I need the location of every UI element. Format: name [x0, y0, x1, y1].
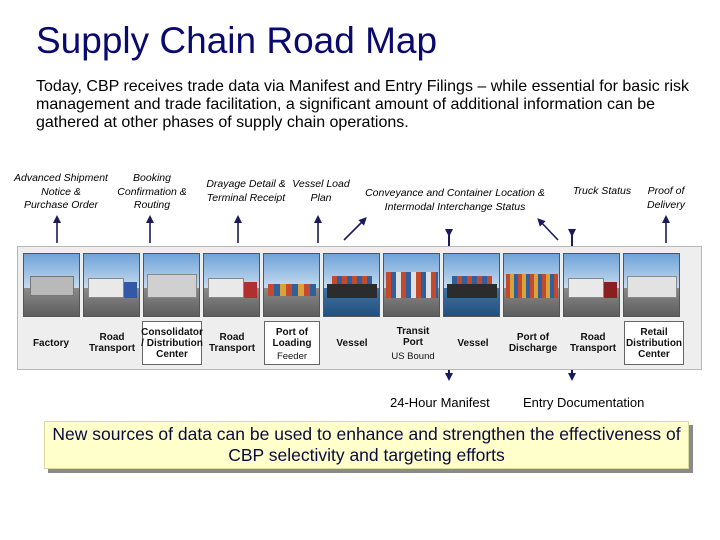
stage-road-transport: Road Transport	[208, 332, 256, 354]
label-booking-confirmation: Booking Confirmation & Routing	[117, 172, 187, 211]
arrow-conveyance-right	[537, 218, 559, 241]
port-discharge-photo	[503, 253, 560, 317]
label-drayage-detail: Drayage Detail & Terminal Receipt	[206, 178, 286, 204]
stage-road-transport: Road Transport	[88, 332, 136, 354]
arrow-conveyance-left	[343, 217, 367, 241]
truck-photo	[203, 253, 260, 317]
port-photo	[263, 253, 320, 317]
label-conveyance-location: Conveyance and Container Location & Inte…	[365, 187, 545, 213]
stage-port-of-discharge: Port of Discharge	[508, 332, 558, 354]
truck-photo	[83, 253, 140, 317]
stage-road-transport: Road Transport	[569, 332, 617, 354]
stage-retail-distribution: Retail Distribution Center	[624, 321, 684, 365]
vessel-photo	[443, 253, 500, 317]
stage-factory: Factory	[32, 337, 70, 349]
vessel-photo	[323, 253, 380, 317]
label-vessel-load-plan: Vessel Load Plan	[292, 178, 350, 204]
feeder-label: Feeder	[276, 351, 308, 362]
stage-vessel: Vessel	[457, 337, 489, 349]
us-bound-label: US Bound	[391, 351, 435, 362]
stage-port-of-loading: Port of Loading	[264, 321, 320, 365]
factory-photo	[23, 253, 80, 317]
stage-consolidator: Consolidator / Distribution Center	[141, 321, 203, 365]
retail-distribution-photo	[623, 253, 680, 317]
stage-transit-port: Transit Port	[396, 326, 430, 348]
callout-box: New sources of data can be used to enhan…	[44, 421, 689, 469]
intro-paragraph: Today, CBP receives trade data via Manif…	[36, 78, 690, 131]
stage-vessel: Vessel	[336, 337, 368, 349]
entry-documentation-label: Entry Documentation	[523, 395, 645, 410]
label-truck-status: Truck Status	[572, 185, 632, 197]
transit-port-photo	[383, 253, 440, 317]
supply-chain-strip: Factory Road Transport Consolidator / Di…	[17, 246, 702, 370]
callout-text: New sources of data can be used to enhan…	[52, 424, 681, 465]
distribution-center-photo	[143, 253, 200, 317]
label-proof-of-delivery: Proof of Delivery	[647, 185, 685, 211]
page-title: Supply Chain Road Map	[36, 20, 438, 61]
label-advanced-shipment: Advanced Shipment Notice & Purchase Orde…	[14, 172, 108, 211]
truck-photo	[563, 253, 620, 317]
manifest-label: 24-Hour Manifest	[390, 395, 490, 410]
